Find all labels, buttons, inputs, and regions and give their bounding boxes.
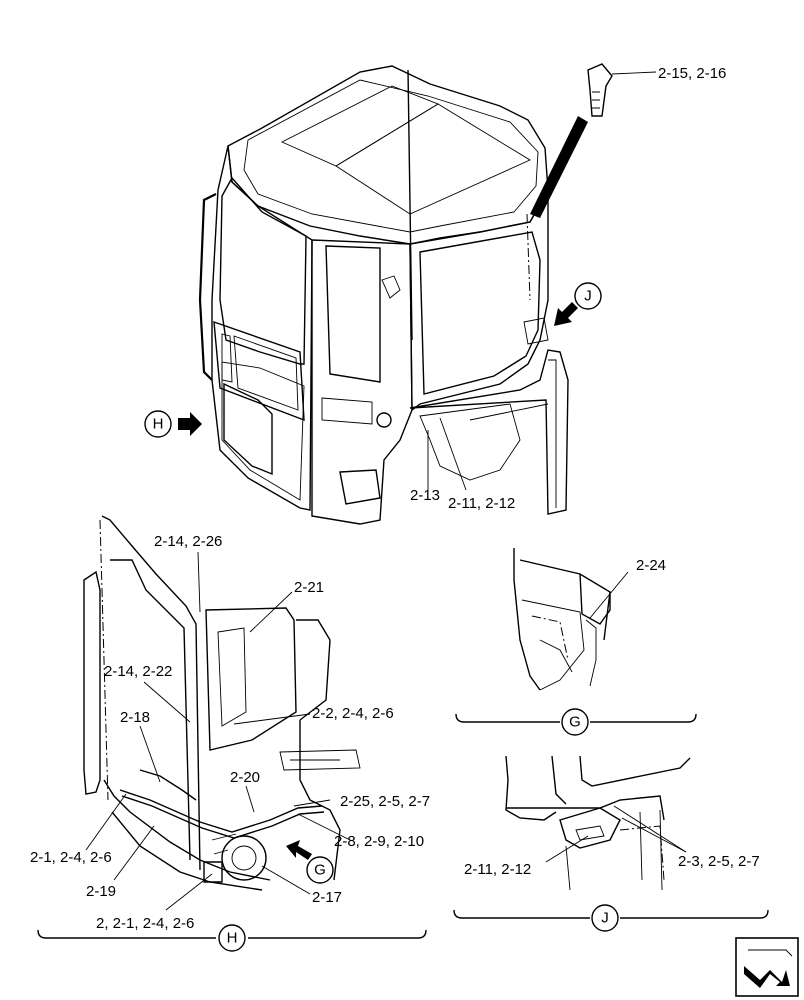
view-tag-h-top-label: H [153,416,164,433]
view-tag-h-bottom: H [218,924,246,952]
callout-2-14-2-26: 2-14, 2-26 [154,533,222,550]
callout-2-14-2-22: 2-14, 2-22 [104,663,172,680]
callout-2-24: 2-24 [636,557,666,574]
callout-2-17: 2-17 [312,889,342,906]
view-brackets [37,713,769,939]
view-tag-g-bottom: G [561,708,589,736]
view-g-detail [513,548,611,691]
callouts: 2-15, 2-16 2-13 2-11, 2-12 2-14, 2-26 2-… [30,65,760,932]
callout-2-15-2-16: 2-15, 2-16 [658,65,726,82]
callout-2-13: 2-13 [410,487,440,504]
cab-main-view [198,65,569,525]
callout-2-1-2-4-2-6: 2-1, 2-4, 2-6 [30,849,112,866]
arrow-downleft-icon [554,302,578,326]
callout-2-18: 2-18 [120,709,150,726]
handle-detail [530,63,613,218]
callout-2-11-2-12-j: 2-11, 2-12 [464,861,531,878]
callout-2-19: 2-19 [86,883,116,900]
callout-2-3-2-5-2-7: 2-3, 2-5, 2-7 [678,853,760,870]
view-tag-j-bottom-label: J [601,910,609,927]
callout-2-8-2-9-2-10: 2-8, 2-9, 2-10 [334,833,424,850]
callout-2-20: 2-20 [230,769,260,786]
leader-lines [85,71,687,911]
callout-2-25-2-5-2-7: 2-25, 2-5, 2-7 [340,793,430,810]
view-tag-g-mid-label: G [314,862,326,879]
view-tag-g-bottom-label: G [569,714,581,731]
view-tag-j-top: J [554,282,602,326]
arrow-right-icon [178,412,202,436]
callout-2-21: 2-21 [294,579,324,596]
callout-2-2-1-2-4-2-6: 2, 2-1, 2-4, 2-6 [96,915,194,932]
view-tag-h-top: H [144,410,202,438]
view-tag-h-bottom-label: H [227,930,238,947]
view-tag-g-mid: G [306,856,334,884]
page-turn-arrow-icon[interactable] [735,937,799,997]
view-tag-j-top-label: J [584,288,592,305]
callout-2-2-2-4-2-6: 2-2, 2-4, 2-6 [312,705,394,722]
view-j-detail [505,755,691,891]
view-h-detail [83,515,361,891]
view-tag-j-bottom: J [591,904,619,932]
callout-2-11-2-12-top: 2-11, 2-12 [448,495,515,512]
